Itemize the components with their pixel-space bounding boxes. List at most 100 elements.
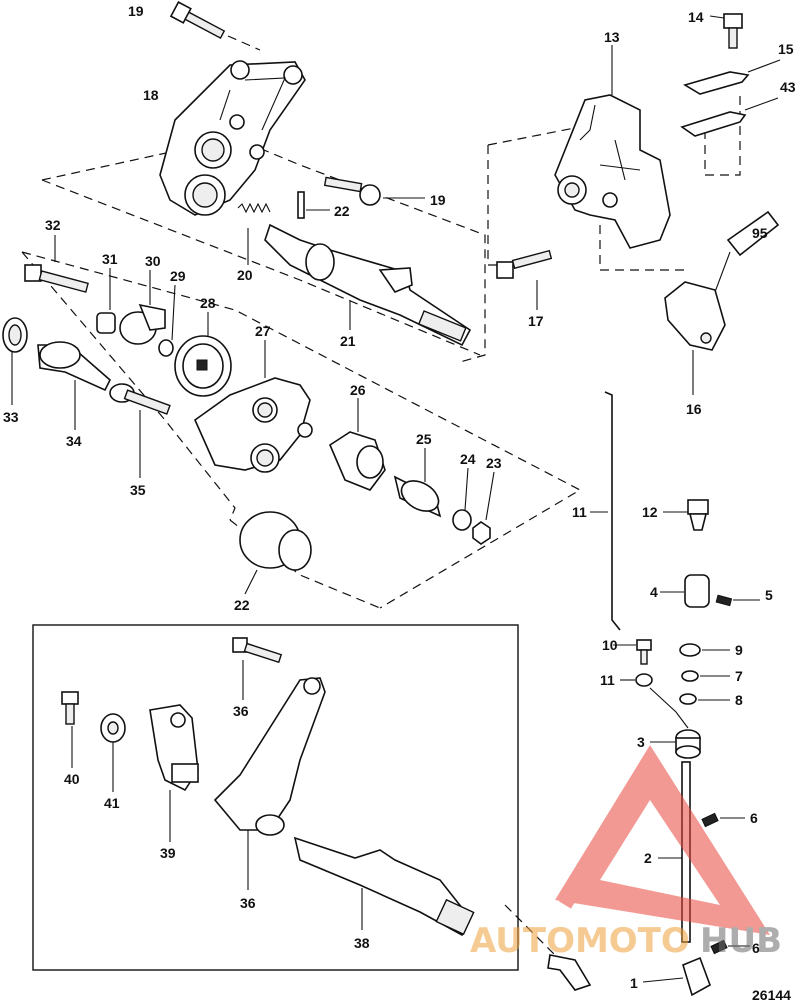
part-6-set-screw-a — [701, 812, 719, 828]
part-7-washer-b — [679, 693, 697, 705]
callout-31: 30 — [145, 253, 161, 269]
part-3-nut — [675, 729, 701, 759]
part-1-block — [682, 956, 711, 997]
callout-15: 15 — [778, 41, 794, 57]
callout-28: 27 — [255, 323, 271, 339]
part-16-cam — [664, 281, 726, 351]
part-22-pin — [297, 191, 305, 219]
part-17-bolt — [496, 249, 553, 279]
callout-8: 9 — [735, 642, 743, 658]
part-28-plate — [194, 377, 313, 473]
part-25-sleeve — [393, 475, 442, 518]
part-29-gear — [174, 335, 232, 397]
callout-3: 3 — [637, 734, 645, 750]
part-36-shaft — [109, 383, 171, 415]
part-4-block — [684, 574, 710, 608]
callout-41: 40 — [64, 771, 80, 787]
part-18-bracket — [159, 60, 306, 216]
part-35-shaft — [37, 341, 111, 392]
part-24-washer — [452, 509, 472, 531]
callout-11: 11 — [572, 504, 587, 520]
callout-19-lower: 19 — [430, 192, 446, 208]
part-37-arm — [213, 677, 326, 836]
part-26-collar — [328, 431, 386, 491]
callout-34: 33 — [3, 409, 19, 425]
callout-23: 23 — [486, 455, 502, 471]
part-6-set-screw-b — [710, 939, 728, 955]
part-39-shaft — [293, 836, 475, 937]
callout-27: 22 — [234, 597, 250, 613]
link-bottom — [547, 954, 592, 991]
part-15-clip — [683, 71, 750, 95]
callout-20: 20 — [237, 267, 253, 283]
callout-35: 34 — [66, 433, 82, 449]
callout-32: 31 — [102, 251, 118, 267]
part-19-bolt-top — [169, 1, 226, 40]
callout-26: 26 — [350, 382, 366, 398]
part-13-bracket — [554, 94, 671, 249]
callout-18: 18 — [143, 87, 159, 103]
callout-30: 29 — [170, 268, 186, 284]
callout-9: 10 — [602, 637, 618, 653]
inset-box — [32, 624, 519, 971]
callout-19-top: 19 — [128, 3, 144, 19]
callout-10: 11 — [600, 672, 615, 688]
callout-25: 25 — [416, 431, 432, 447]
part-38-bolt — [232, 637, 283, 664]
callout-36: 35 — [130, 482, 146, 498]
part-19-bolt-lower — [323, 176, 381, 206]
part-14-screw — [723, 13, 743, 49]
part-9-screw — [636, 639, 652, 665]
callout-43: 43 — [780, 79, 796, 95]
part-27-hub — [239, 511, 312, 571]
callout-7a: 7 — [735, 668, 743, 684]
part-40-lever — [149, 704, 199, 792]
dashed-outline-upper — [21, 95, 741, 609]
part-8-washer — [679, 643, 701, 657]
callout-24: 24 — [460, 451, 476, 467]
part-23-nut — [472, 521, 491, 545]
part-42-washer — [100, 713, 126, 743]
watermark-text-automoto: AUTOMOTO — [470, 921, 690, 961]
part-10-washer — [635, 673, 653, 687]
figure-number: 26144 — [752, 987, 791, 1003]
callout-13: 13 — [604, 29, 620, 45]
callout-14: 14 — [688, 9, 704, 25]
callout-6a: 6 — [750, 810, 758, 826]
callout-22: 22 — [334, 203, 350, 219]
callout-1: 1 — [630, 975, 638, 991]
callout-4: 4 — [650, 584, 658, 600]
callout-6b: 6 — [752, 940, 760, 956]
part-20-spring — [237, 202, 271, 214]
callout-33: 32 — [45, 217, 61, 233]
watermark-logo: AUTOMOTO HUB — [470, 745, 782, 961]
part-34-seal — [2, 317, 28, 353]
callout-12: 12 — [642, 504, 658, 520]
callout-38: 36 — [233, 703, 249, 719]
part-7-washer-a — [681, 670, 699, 682]
sealant-tube: 95 — [726, 210, 780, 257]
part-43-clip — [680, 111, 747, 137]
callout-40: 39 — [160, 845, 176, 861]
part-41-bolt — [61, 691, 79, 725]
part-5-set-screw — [715, 594, 733, 607]
callout-29: 28 — [200, 295, 216, 311]
callout-7b: 8 — [735, 692, 743, 708]
callout-5: 5 — [765, 587, 773, 603]
callout-21: 21 — [340, 333, 356, 349]
callout-37: 36 — [240, 895, 256, 911]
part-31-lever — [119, 303, 166, 345]
sealant-tube-label: 95 — [752, 225, 768, 241]
part-30-washer — [158, 339, 174, 357]
callout-39: 38 — [354, 935, 370, 951]
callout-2: 2 — [644, 850, 652, 866]
callout-labels: 19 18 19 22 20 21 13 14 15 43 16 17 32 3… — [3, 3, 796, 1003]
part-33-bolt — [24, 264, 89, 293]
part-32-bushing — [96, 312, 116, 334]
part-12-bushing — [687, 499, 709, 531]
part-11-link-rod — [604, 391, 621, 631]
callout-16: 16 — [686, 401, 702, 417]
part-21-shaft — [264, 223, 472, 347]
